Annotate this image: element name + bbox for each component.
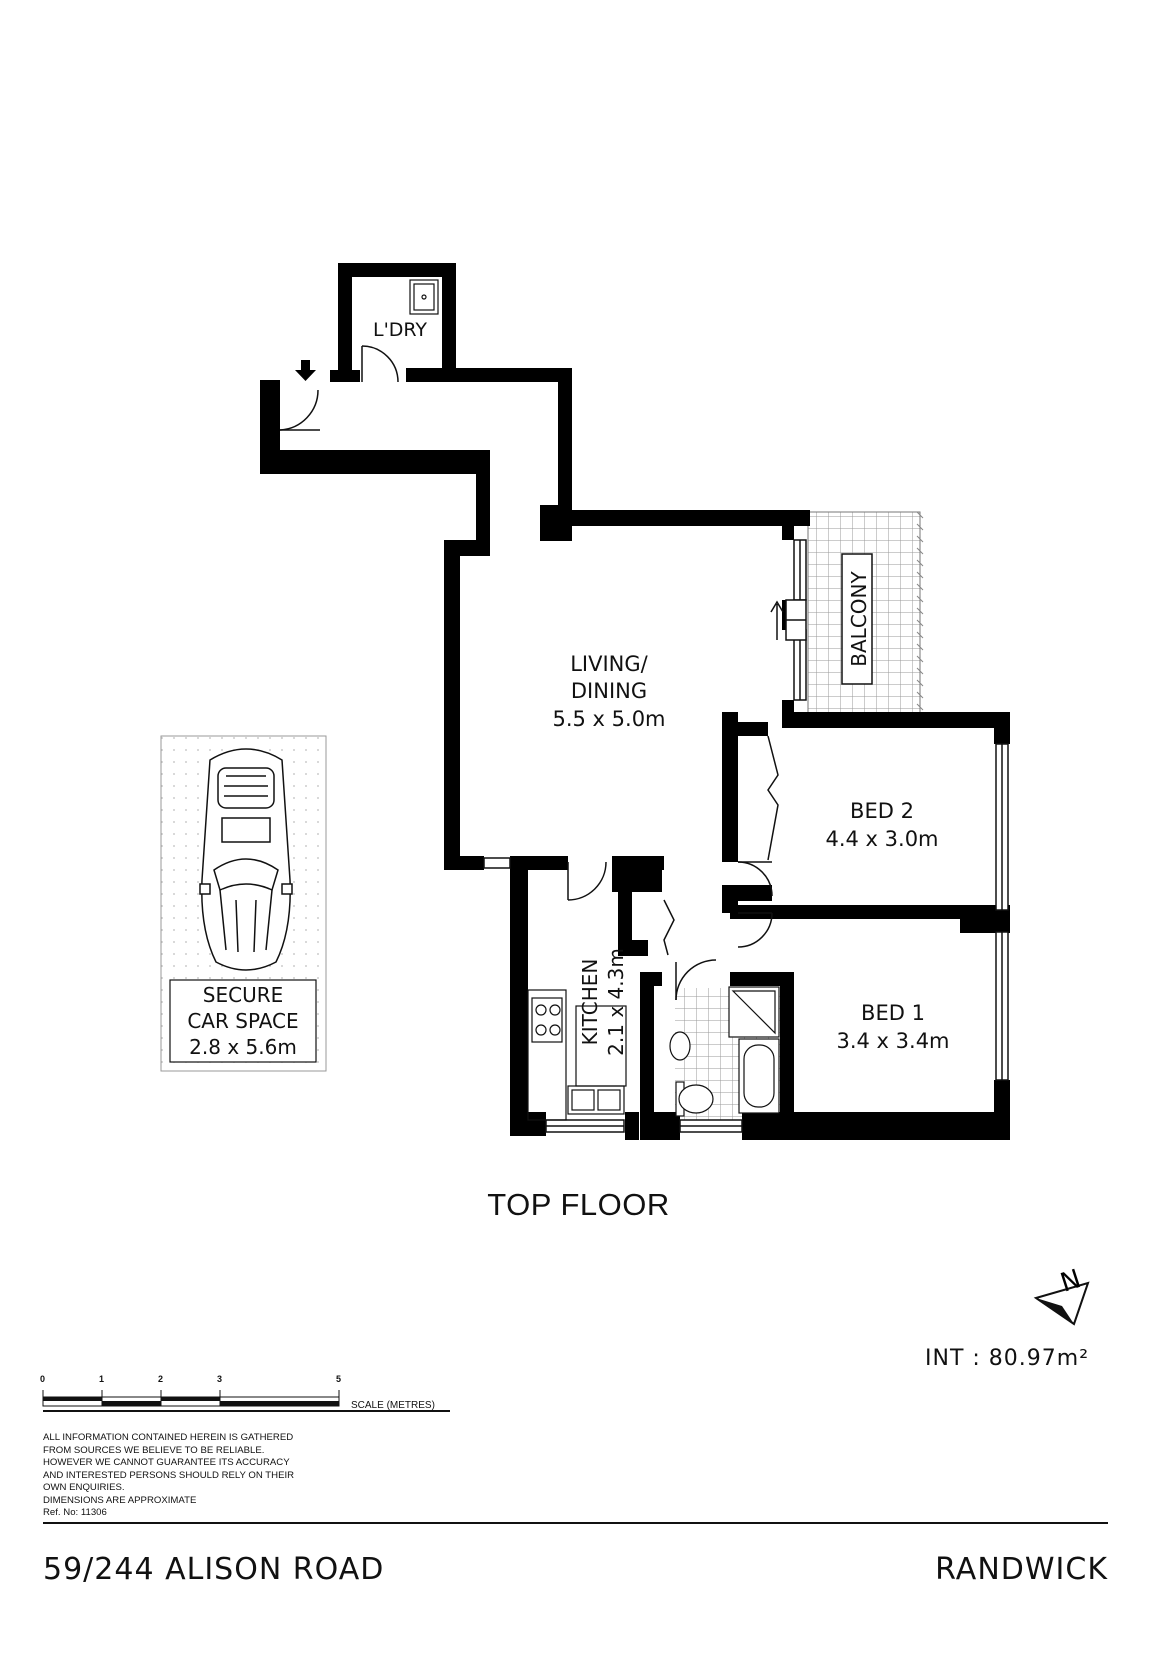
disclaimer-line: Ref. No: 11306	[43, 1507, 107, 1518]
north-label: N	[1057, 1264, 1085, 1299]
scale-tick-1: 1	[99, 1374, 105, 1384]
living-label-line2: DINING	[571, 679, 647, 703]
scale-tick-0: 0	[40, 1374, 46, 1384]
living-dims: 5.5 x 5.0m	[552, 707, 665, 731]
footer-divider	[43, 1522, 1108, 1524]
address: 59/244 ALISON ROAD	[43, 1552, 385, 1587]
disclaimer-line: HOWEVER WE CANNOT GUARANTEE ITS ACCURACY	[43, 1457, 290, 1468]
bed2-dims: 4.4 x 3.0m	[825, 827, 938, 851]
car-space-line2: CAR SPACE	[187, 1009, 298, 1033]
disclaimer-line: AND INTERESTED PERSONS SHOULD RELY ON TH…	[43, 1469, 295, 1481]
disclaimer-line: DIMENSIONS ARE APPROXIMATE	[43, 1494, 197, 1506]
car-space: SECURE CAR SPACE 2.8 x 5.6m	[160, 735, 327, 1072]
car-space-line1: SECURE	[203, 983, 283, 1007]
living-label-line1: LIVING/	[570, 652, 648, 676]
laundry-label: L'DRY	[373, 319, 427, 341]
north-arrow-icon: N	[1033, 1264, 1090, 1326]
floor-title: TOP FLOOR	[487, 1187, 670, 1222]
doors	[279, 345, 807, 1001]
disclaimer: ALL INFORMATION CONTAINED HEREIN IS GATH…	[43, 1432, 343, 1520]
balcony-label: BALCONY	[847, 571, 871, 667]
scale-label: SCALE (METRES)	[351, 1400, 435, 1411]
kitchen-dims: 2.1 x 4.3m	[604, 948, 628, 1056]
bed1-dims: 3.4 x 3.4m	[836, 1029, 949, 1053]
car-icon	[199, 748, 293, 971]
disclaimer-line: ALL INFORMATION CONTAINED HEREIN IS GATH…	[43, 1432, 294, 1443]
disclaimer-line: OWN ENQUIRIES.	[43, 1482, 125, 1493]
scale-bar	[42, 1390, 450, 1412]
windows	[483, 539, 1009, 1133]
car-space-dims: 2.8 x 5.6m	[189, 1035, 297, 1059]
balcony: BALCONY	[807, 511, 924, 723]
kitchen-fittings	[527, 989, 627, 1121]
bathroom-fittings	[669, 986, 780, 1117]
laundry-tub	[409, 279, 439, 315]
slide-arrow-icon	[770, 600, 784, 640]
kitchen-label: KITCHEN	[578, 959, 602, 1046]
bed2-label: BED 2	[850, 799, 914, 823]
entry-arrow-icon	[295, 360, 316, 381]
bed1-label: BED 1	[861, 1001, 925, 1025]
walls	[260, 263, 1010, 1140]
disclaimer-line: FROM SOURCES WE BELIEVE TO BE RELIABLE.	[43, 1444, 265, 1456]
suburb: RANDWICK	[935, 1552, 1108, 1587]
scale-tick-2: 2	[158, 1374, 164, 1384]
scale-tick-5: 5	[336, 1374, 342, 1384]
scale-tick-3: 3	[217, 1374, 223, 1384]
internal-area: INT : 80.97m²	[925, 1346, 1090, 1371]
